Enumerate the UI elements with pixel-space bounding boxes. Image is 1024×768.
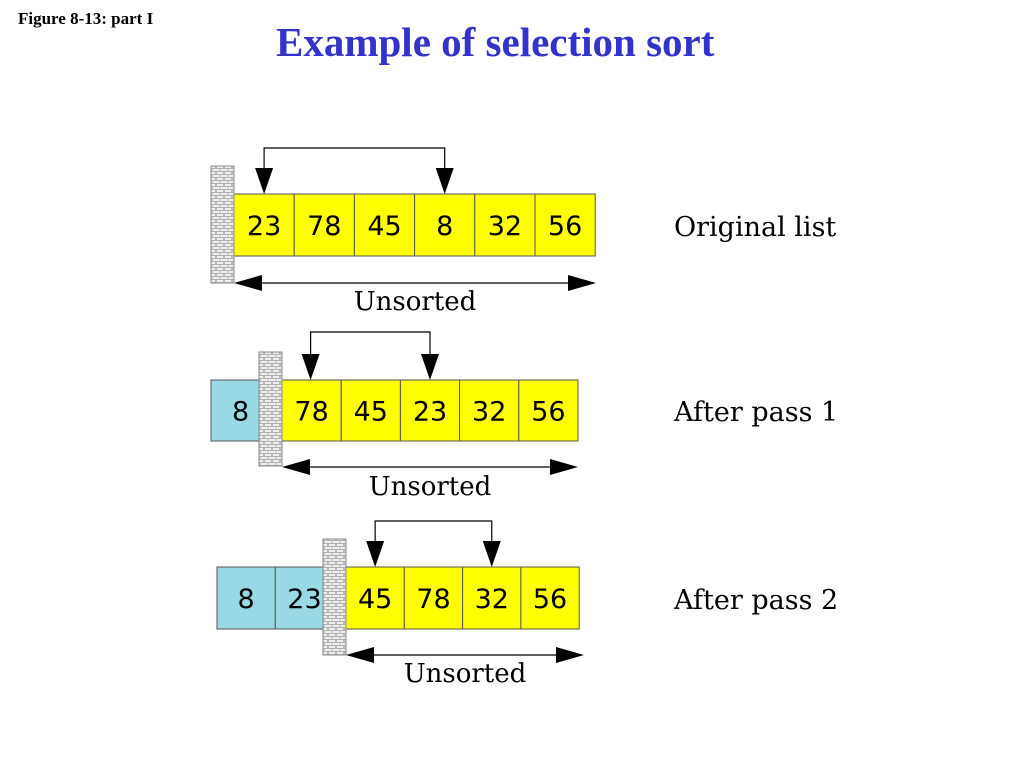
- unsorted-cell: [520, 566, 580, 630]
- sorted-cell-value: 8: [238, 584, 255, 615]
- unsorted-cell: [534, 193, 596, 257]
- unsorted-cell-value: 45: [358, 584, 392, 615]
- unsorted-cell: [474, 193, 536, 257]
- swap-connector: [263, 147, 446, 168]
- swap-connector: [310, 331, 431, 354]
- unsorted-cell-value: 78: [294, 397, 328, 428]
- unsorted-range-arrow-right: [568, 275, 596, 291]
- unsorted-cell-value: 23: [413, 397, 447, 428]
- wall: [322, 538, 347, 656]
- wall: [258, 351, 283, 467]
- row-label: After pass 1: [673, 397, 838, 428]
- unsorted-cell: [403, 566, 464, 630]
- unsorted-cell: [414, 193, 476, 257]
- swap-connector: [374, 520, 493, 541]
- unsorted-range-arrow-right: [556, 647, 584, 663]
- swap-arrow-head: [482, 541, 501, 567]
- unsorted-label: Unsorted: [369, 472, 492, 502]
- unsorted-cell-value: 32: [488, 211, 522, 242]
- unsorted-cell: [340, 379, 401, 442]
- sorted-cell-value: 23: [287, 584, 321, 615]
- unsorted-cell-value: 45: [354, 397, 388, 428]
- unsorted-cell-value: 23: [247, 211, 281, 242]
- unsorted-cell-value: 45: [367, 211, 401, 242]
- unsorted-cell-value: 56: [548, 211, 582, 242]
- unsorted-range-arrow-right: [550, 459, 578, 475]
- unsorted-cell-value: 78: [416, 584, 450, 615]
- unsorted-cell: [518, 379, 579, 442]
- swap-arrow-head: [301, 354, 320, 380]
- unsorted-cell: [399, 379, 461, 442]
- unsorted-cell-value: 78: [307, 211, 341, 242]
- unsorted-cell: [233, 193, 295, 257]
- unsorted-label: Unsorted: [404, 659, 527, 689]
- swap-arrow-head: [255, 168, 274, 194]
- swap-arrow-head: [421, 354, 439, 380]
- unsorted-cell-value: 8: [436, 211, 453, 242]
- unsorted-cell: [462, 566, 522, 630]
- row-label: Original list: [674, 212, 836, 243]
- sorted-cell-value: 8: [232, 397, 249, 428]
- unsorted-cell-value: 32: [475, 584, 509, 615]
- unsorted-cell-value: 56: [533, 584, 567, 615]
- row-label: After pass 2: [673, 585, 838, 616]
- unsorted-label: Unsorted: [354, 287, 477, 317]
- swap-arrow-head: [366, 541, 385, 567]
- unsorted-cell: [281, 379, 342, 442]
- unsorted-range-arrow-left: [346, 647, 374, 663]
- unsorted-cell-value: 56: [531, 397, 565, 428]
- wall: [210, 165, 235, 284]
- swap-arrow-head: [435, 168, 454, 194]
- unsorted-range-arrow-left: [282, 459, 310, 475]
- unsorted-range-arrow-left: [234, 275, 262, 291]
- unsorted-cell: [353, 193, 416, 257]
- unsorted-cell-value: 32: [472, 397, 506, 428]
- page-title: Example of selection sort: [276, 19, 715, 65]
- figure-label: Figure 8-13: part I: [18, 9, 154, 28]
- sorted-cell: [216, 566, 276, 630]
- unsorted-cell: [459, 379, 520, 442]
